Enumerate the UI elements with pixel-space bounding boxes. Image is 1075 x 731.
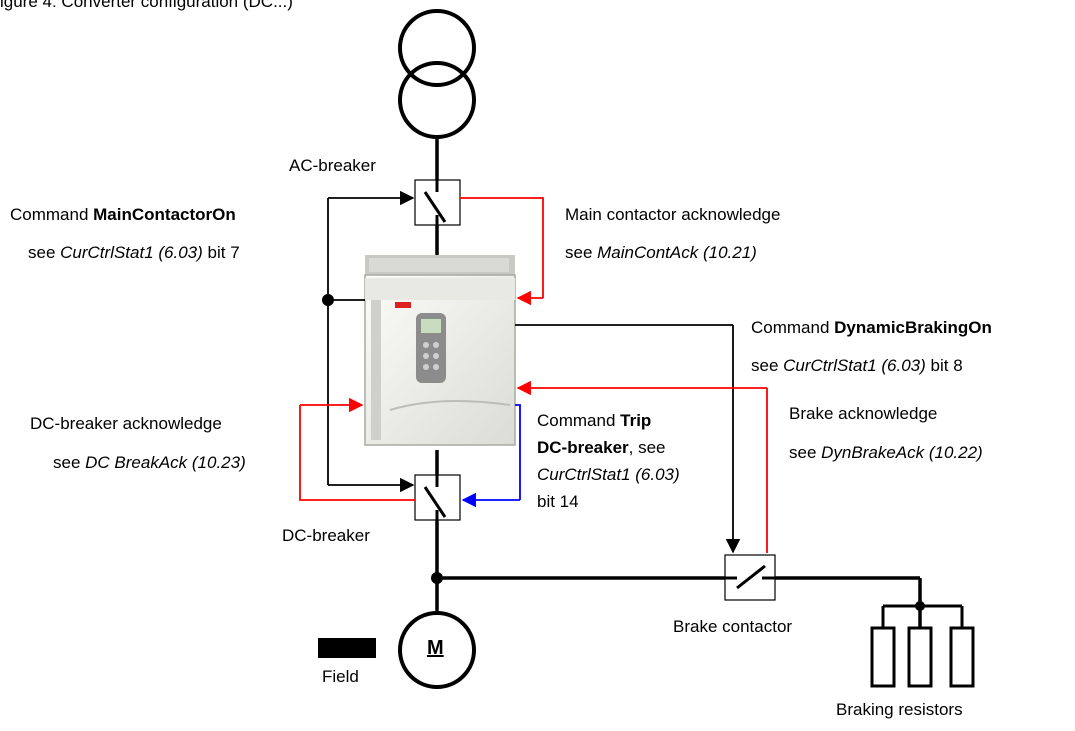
main-contactor-command-param: see CurCtrlStat1 (6.03) bit 7 — [28, 243, 240, 262]
junction-dot — [431, 572, 443, 584]
trip-command-label: Command Trip — [537, 411, 652, 430]
command-arrows — [327, 190, 741, 554]
trip-command-bit: bit 14 — [537, 492, 579, 511]
ac-breaker-symbol — [414, 179, 461, 226]
field-winding — [318, 638, 376, 658]
brake-ack-label: Brake acknowledge — [789, 404, 938, 423]
trip-command-label-2: DC-breaker, see — [537, 438, 666, 457]
main-contactor-ack-label: Main contactor acknowledge — [565, 205, 781, 224]
command-junction-dot — [322, 294, 334, 306]
dcs-drive-image — [364, 255, 516, 446]
motor-symbol — [398, 611, 476, 689]
brake-contactor-label: Brake contactor — [673, 617, 793, 636]
dynamic-braking-command-param: see CurCtrlStat1 (6.03) bit 8 — [751, 356, 963, 375]
braking-resistors-label: Braking resistors — [836, 700, 963, 719]
dc-breaker-label: DC-breaker — [282, 526, 370, 545]
figure-caption: igure 4: Converter configuration (DC...) — [0, 0, 293, 11]
brake-ack-param: see DynBrakeAck (10.22) — [789, 443, 983, 462]
main-contactor-command-label: Command MainContactorOn — [10, 205, 236, 224]
ac-breaker-label: AC-breaker — [289, 156, 376, 175]
dc-breaker-symbol — [414, 474, 461, 521]
dc-breaker-ack-label: DC-breaker acknowledge — [30, 414, 222, 433]
trip-arrow — [461, 404, 521, 508]
dynamic-braking-command-label: Command DynamicBrakingOn — [751, 318, 992, 337]
trip-command-param: CurCtrlStat1 (6.03) — [537, 465, 680, 484]
dc-breaker-ack-param: see DC BreakAck (10.23) — [53, 453, 246, 472]
transformer-symbol — [398, 9, 476, 139]
main-contactor-ack-param: see MainContAck (10.21) — [565, 243, 757, 262]
braking-resistors-symbol — [870, 601, 975, 688]
brake-contactor-symbol — [724, 554, 776, 601]
field-label: Field — [322, 667, 359, 686]
motor-label: M — [427, 637, 444, 659]
acknowledge-arrows — [299, 197, 768, 553]
